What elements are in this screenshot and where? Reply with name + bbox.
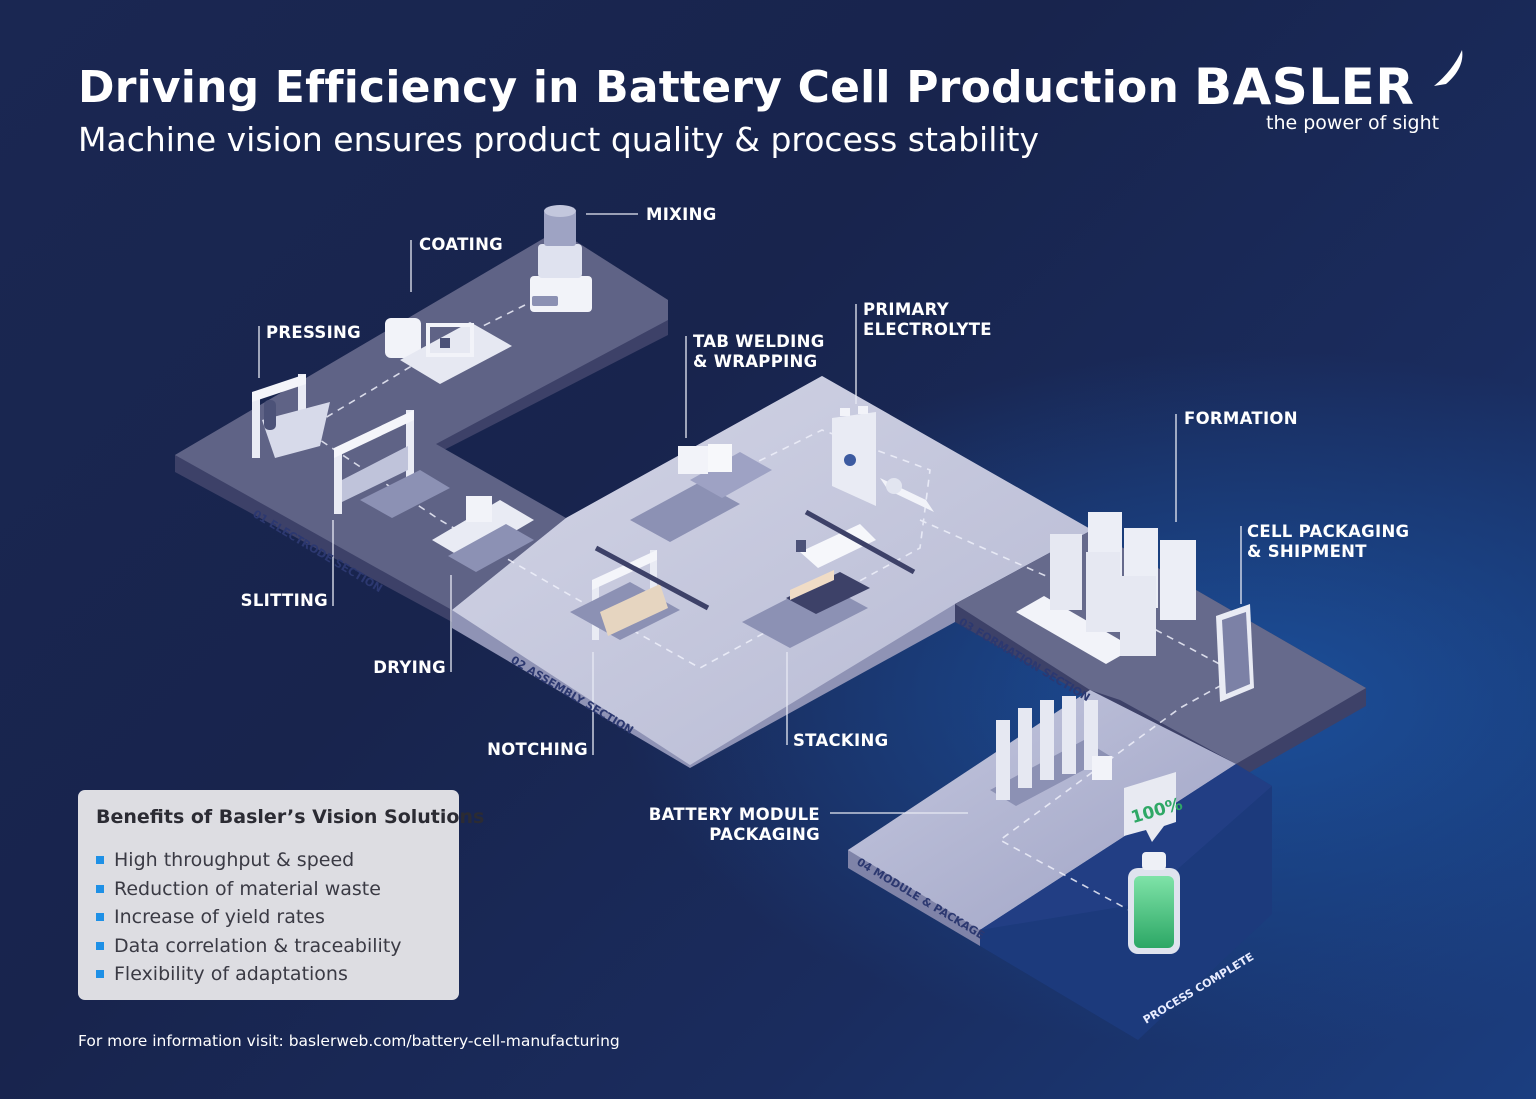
step-label-mixing: MIXING (646, 205, 717, 224)
electrode-section-platform (175, 230, 668, 622)
page-subtitle: Machine vision ensures product quality &… (78, 120, 1040, 159)
logo-wordmark: BASLER (1194, 58, 1415, 116)
battery-module-packaging (990, 696, 1112, 806)
bullet-square-icon (96, 856, 104, 864)
bullet-square-icon (96, 884, 104, 893)
bullet-square-icon (96, 970, 104, 979)
notching-machine (570, 545, 710, 640)
formation-racks (1016, 512, 1196, 664)
step-label-slitting: SLITTING (240, 591, 328, 610)
list-item: Data correlation & traceability (96, 932, 402, 961)
step-label-formation: FORMATION (1184, 409, 1298, 428)
page-title: Driving Efficiency in Battery Cell Produ… (78, 62, 1179, 113)
basler-logo: BASLER the power of sight (1194, 50, 1474, 138)
mixing-machine (530, 205, 592, 312)
list-item: Flexibility of adaptations (96, 960, 402, 989)
benefits-title: Benefits of Basler’s Vision Solutions (96, 806, 485, 828)
slitting-machine (334, 410, 450, 518)
step-label-battery-module: BATTERY MODULE PACKAGING (648, 805, 820, 844)
swoosh-icon (1434, 50, 1463, 86)
step-label-primary-electrolyte: PRIMARY ELECTROLYTE (863, 300, 992, 339)
list-item: Increase of yield rates (96, 903, 402, 932)
tab-welding-machine (630, 444, 772, 542)
process-path (303, 304, 1242, 917)
stacking-machine (742, 509, 916, 648)
module-section-platform (848, 690, 1272, 1040)
step-label-stacking: STACKING (793, 731, 889, 750)
footer-info: For more information visit: baslerweb.co… (78, 1032, 620, 1050)
primary-electrolyte-cell (832, 406, 934, 512)
list-item: High throughput & speed (96, 846, 402, 875)
coating-machine (385, 318, 512, 384)
benefits-list: High throughput & speed Reduction of mat… (96, 846, 402, 989)
packaged-cell (1216, 604, 1254, 702)
bullet-square-icon (96, 913, 104, 922)
drying-machine (432, 496, 534, 572)
list-item: Reduction of material waste (96, 875, 402, 904)
step-label-tab-welding: TAB WELDING & WRAPPING (693, 332, 825, 371)
assembly-section-platform (452, 376, 1092, 768)
benefits-panel: Benefits of Basler’s Vision Solutions Hi… (78, 790, 484, 1000)
bullet-square-icon (96, 941, 104, 950)
step-label-notching: NOTCHING (487, 740, 588, 759)
step-label-drying: DRYING (373, 658, 446, 677)
pressing-machine (252, 374, 330, 458)
step-label-coating: COATING (419, 235, 504, 254)
step-label-cell-packaging: CELL PACKAGING & SHIPMENT (1247, 522, 1410, 561)
step-label-pressing: PRESSING (266, 323, 361, 342)
logo-tagline: the power of sight (1266, 112, 1440, 134)
label-leaders (258, 213, 1242, 814)
